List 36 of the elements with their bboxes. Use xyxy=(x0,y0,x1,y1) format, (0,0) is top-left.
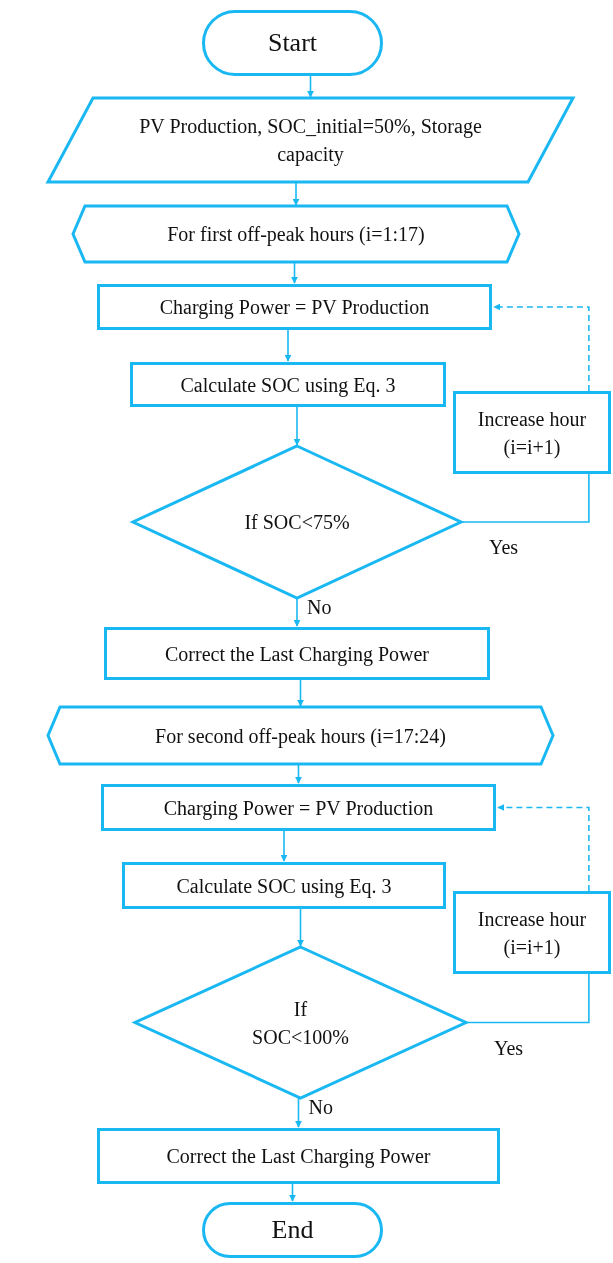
terminal-shape xyxy=(202,1202,383,1258)
node-text: End xyxy=(271,1213,314,1246)
dashed-arrow xyxy=(493,303,590,392)
process-box xyxy=(130,362,446,407)
arrow xyxy=(295,1097,302,1128)
node-text: Increase hour (i=i+1) xyxy=(476,906,588,961)
arrow xyxy=(284,329,292,362)
arrow xyxy=(297,679,304,707)
process-box xyxy=(101,784,496,831)
process-box xyxy=(104,627,490,680)
arrow xyxy=(293,597,301,627)
node-text: Start xyxy=(267,26,318,59)
input-parallelogram xyxy=(48,98,573,182)
node-text: Correct the Last Charging Power xyxy=(165,641,429,668)
node-text: PV Production, SOC_initial=50%, Storage capacity xyxy=(138,114,483,168)
node-text: Calculate SOC using Eq. 3 xyxy=(180,372,396,399)
arrow xyxy=(307,75,314,98)
node-text: Charging Power = PV Production xyxy=(163,795,434,822)
process-box xyxy=(453,391,611,474)
arrow xyxy=(297,908,304,947)
node-text: Calculate SOC using Eq. 3 xyxy=(176,873,392,900)
node-text: Correct the Last Charging Power xyxy=(166,1144,431,1170)
node-text: For second off-peak hours (i=17:24) xyxy=(155,723,446,750)
process-box xyxy=(97,1128,500,1184)
process-box xyxy=(453,891,611,974)
connector-line xyxy=(460,473,590,523)
node-text: If SOC<75% xyxy=(244,510,350,535)
process-box xyxy=(97,284,492,330)
process-box xyxy=(122,862,446,909)
node-text: Charging Power = PV Production xyxy=(159,295,430,321)
arrow xyxy=(289,1183,296,1202)
arrow xyxy=(293,406,301,446)
node-text: Increase hour (i=i+1) xyxy=(476,406,588,461)
dashed-arrow xyxy=(497,804,590,892)
arrow xyxy=(280,830,288,862)
node-text: For first off-peak hours (i=1:17) xyxy=(167,222,425,248)
